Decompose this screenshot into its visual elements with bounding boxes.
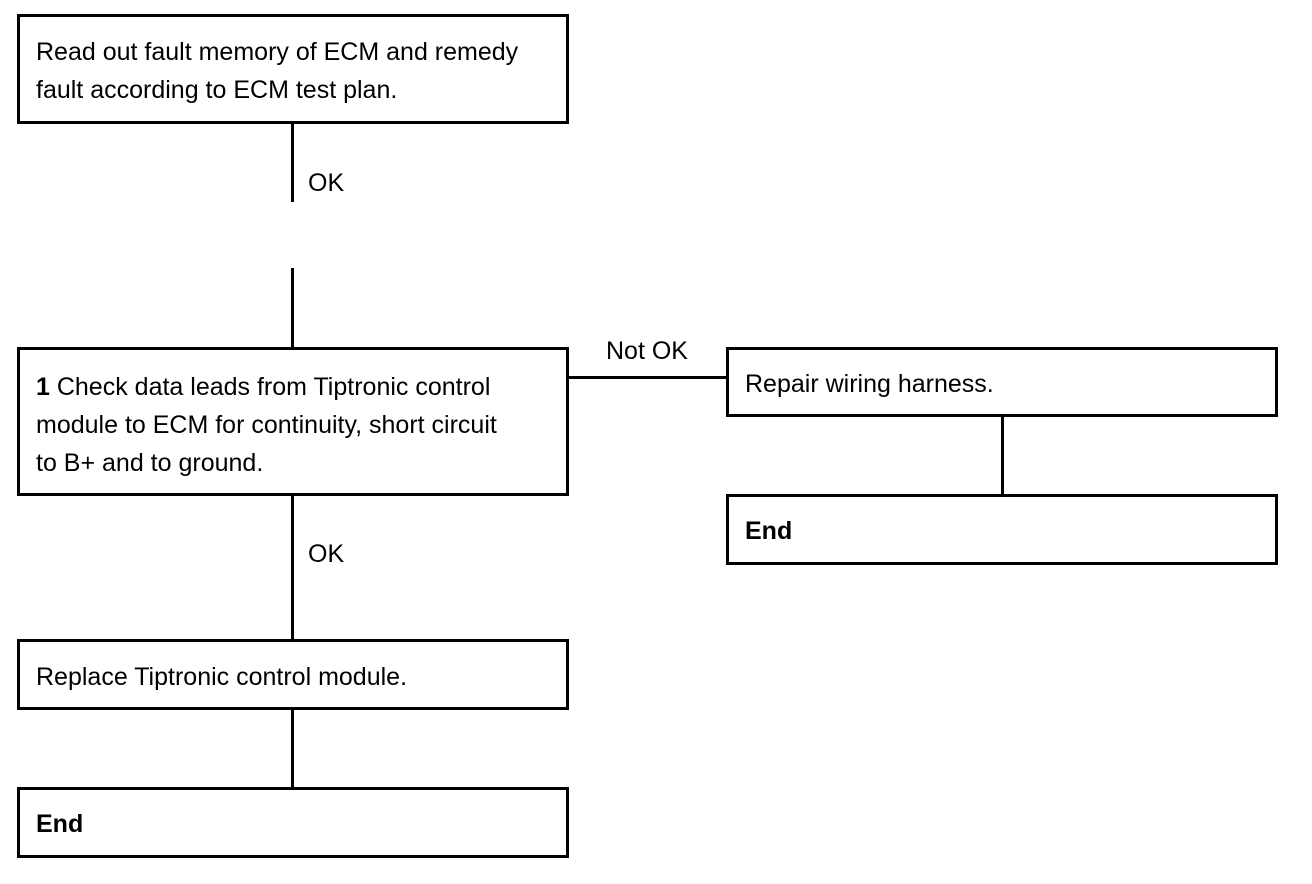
- step-box-check-data-leads: 1 Check data leads from Tiptronic contro…: [17, 347, 569, 496]
- step-1-line-3: to B+ and to ground.: [36, 449, 264, 477]
- connector-line-top-lower: [291, 268, 294, 349]
- connector-line-replace-end: [291, 710, 294, 789]
- step-text-line: Read out fault memory of ECM and remedy: [36, 38, 519, 66]
- step-box-read-fault-memory: Read out fault memory of ECM and remedy …: [17, 14, 569, 124]
- step-1-line-2: module to ECM for continuity, short circ…: [36, 411, 497, 439]
- step-1-line-1: 1 Check data leads from Tiptronic contro…: [36, 368, 566, 406]
- step-text-line: fault according to ECM test plan.: [36, 76, 398, 104]
- step-1-line-1-text: Check data leads from Tiptronic control: [49, 373, 491, 401]
- connector-line-not-ok: [569, 376, 728, 379]
- step-box-end-right: End: [726, 494, 1278, 565]
- step-box-end-bottom: End: [17, 787, 569, 858]
- step-box-replace-module: Replace Tiptronic control module.: [17, 639, 569, 710]
- step-box-repair-wiring: Repair wiring harness.: [726, 347, 1278, 417]
- connector-line-middle: [291, 496, 294, 641]
- step-number: 1: [36, 373, 50, 401]
- repair-text: Repair wiring harness.: [745, 370, 994, 398]
- end-text: End: [745, 517, 793, 545]
- ok-label-middle: OK: [308, 540, 345, 568]
- connector-line-top-upper: [291, 124, 294, 202]
- connector-line-repair-end: [1001, 417, 1004, 496]
- not-ok-label: Not OK: [606, 337, 688, 365]
- ok-label-top: OK: [308, 169, 345, 197]
- end-text: End: [36, 810, 84, 838]
- replace-text: Replace Tiptronic control module.: [36, 663, 408, 691]
